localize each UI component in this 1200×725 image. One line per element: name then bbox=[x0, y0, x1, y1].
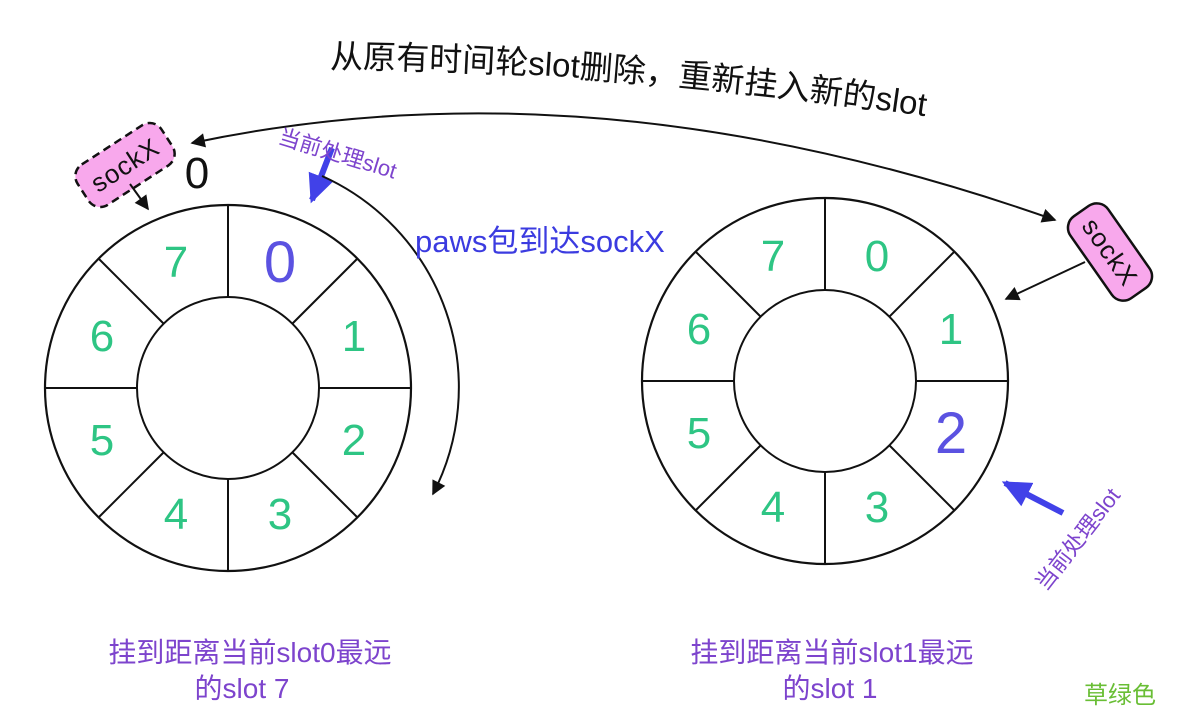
transfer-curve-arrow bbox=[190, 112, 1057, 223]
right-caption-line1: 挂到距离当前slot1最远 bbox=[690, 637, 973, 668]
left-slot-0-label: 0 bbox=[264, 230, 296, 295]
left-slot-5-label: 5 bbox=[90, 416, 114, 465]
wheel-divider bbox=[291, 451, 358, 518]
right-slot-7-label: 7 bbox=[761, 232, 785, 281]
right-slot-2-label: 2 bbox=[935, 401, 967, 466]
diagram-title: 从原有时间轮slot删除，重新挂入新的slot bbox=[330, 38, 930, 123]
left-sock-box-rect bbox=[74, 121, 176, 209]
right-slot-6-label: 6 bbox=[687, 305, 711, 354]
left-slot-7-label: 7 bbox=[164, 238, 188, 287]
left-wheel-rotation-arrow bbox=[321, 175, 460, 496]
right-sock-box-rect bbox=[1066, 202, 1154, 302]
left-caption-line1: 挂到距离当前slot0最远 bbox=[108, 637, 391, 668]
left-sock-to-wheel-arrow bbox=[129, 183, 149, 211]
left-current-slot-arrow bbox=[308, 146, 335, 204]
left-slot-6-label: 6 bbox=[90, 312, 114, 361]
wheel-divider bbox=[888, 251, 955, 318]
paws-arrival-note: paws包到达sockX bbox=[415, 224, 665, 259]
right-sock-box: sockX bbox=[1066, 202, 1154, 302]
left-caption-line2: 的slot 7 bbox=[195, 673, 290, 704]
right-sock-to-wheel-arrow bbox=[1004, 261, 1086, 301]
wheel-divider bbox=[98, 451, 165, 518]
wheel-divider bbox=[291, 258, 358, 325]
left-slot-4-label: 4 bbox=[164, 490, 188, 539]
right-slot-5-label: 5 bbox=[687, 409, 711, 458]
right-wheel-group: sockX 0 1 2 3 4 5 6 7 当前处理slot 挂到距离当前slo… bbox=[640, 196, 1154, 704]
right-current-slot-arrow bbox=[1001, 480, 1065, 516]
left-wheel-group: sockX 0 0 1 2 3 4 5 6 7 当前处理slot 挂到距离当前s… bbox=[43, 121, 460, 704]
diagram-title-textpath: 从原有时间轮slot删除，重新挂入新的slot bbox=[330, 38, 930, 123]
right-slot-0-label: 0 bbox=[865, 232, 889, 281]
wheel-divider bbox=[98, 258, 165, 325]
wheel-divider bbox=[888, 444, 955, 511]
right-wheel-hub bbox=[733, 289, 917, 473]
left-pending-count: 0 bbox=[185, 149, 209, 198]
wheel-divider bbox=[695, 444, 762, 511]
right-slot-1-label: 1 bbox=[939, 305, 963, 354]
left-wheel-hub bbox=[136, 296, 320, 480]
left-slot-1-label: 1 bbox=[342, 312, 366, 361]
left-slot-2-label: 2 bbox=[342, 416, 366, 465]
right-caption-line2: 的slot 1 bbox=[783, 673, 878, 704]
right-slot-4-label: 4 bbox=[761, 483, 785, 532]
wheel-divider bbox=[695, 251, 762, 318]
left-sock-box: sockX bbox=[74, 121, 176, 209]
right-slot-3-label: 3 bbox=[865, 483, 889, 532]
grass-green-note: 草绿色 bbox=[1084, 682, 1156, 709]
left-slot-3-label: 3 bbox=[268, 490, 292, 539]
left-current-slot-note: 当前处理slot bbox=[276, 124, 400, 184]
